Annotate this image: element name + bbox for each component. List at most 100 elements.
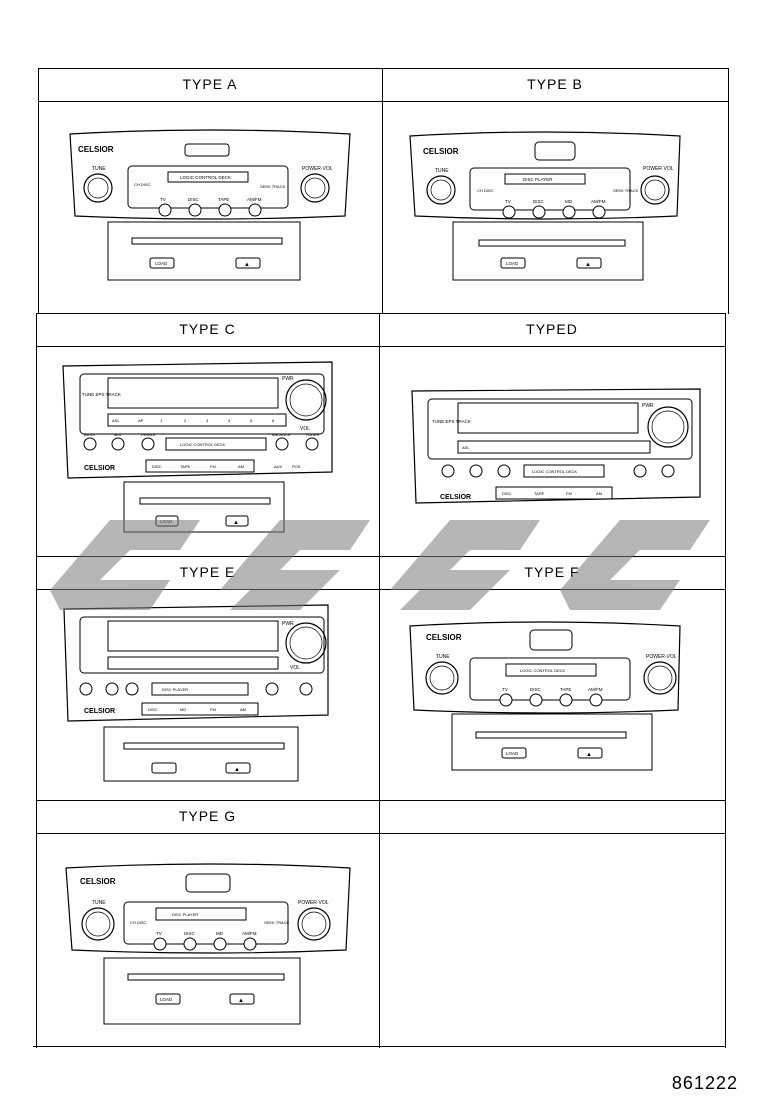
- svg-text:DISC PLAYER: DISC PLAYER: [162, 687, 188, 692]
- tune-knob-f[interactable]: [425, 661, 459, 695]
- svg-text:LOGIC CONTROL DECK: LOGIC CONTROL DECK: [532, 469, 578, 474]
- svg-text:TV: TV: [156, 931, 162, 936]
- svg-text:DISC: DISC: [502, 491, 512, 496]
- grid-right-mid: [725, 313, 726, 1048]
- svg-text:TREBLE: TREBLE: [140, 432, 156, 437]
- svg-text:TUNE EPS TRACK: TUNE EPS TRACK: [82, 392, 121, 397]
- svg-text:DISC: DISC: [533, 199, 545, 204]
- svg-text:▲: ▲: [233, 520, 239, 526]
- svg-text:LOGIC CONTROL DECK: LOGIC CONTROL DECK: [520, 668, 566, 673]
- svg-text:TV: TV: [505, 199, 511, 204]
- svg-text:CELSIOR: CELSIOR: [84, 708, 115, 715]
- radio-panel-type-c: TUNE EPS TRACK PWR VOL ASL AP 1 2 3 4 5 …: [60, 360, 360, 540]
- grid-top-border: [38, 68, 729, 69]
- svg-text:DISC PLAYER: DISC PLAYER: [172, 912, 198, 917]
- svg-text:CELSIOR: CELSIOR: [84, 465, 115, 472]
- svg-text:CH DISC: CH DISC: [477, 188, 494, 193]
- grid-row4-header: [36, 833, 726, 834]
- svg-text:LOAD: LOAD: [160, 519, 173, 524]
- svg-text:POWER·VOL: POWER·VOL: [302, 166, 333, 172]
- svg-text:POWER·VOL: POWER·VOL: [643, 166, 674, 172]
- grid-right-top: [728, 68, 729, 314]
- svg-text:▲: ▲: [586, 752, 592, 758]
- svg-text:4: 4: [228, 418, 231, 423]
- grid-mid-top: [382, 68, 383, 314]
- svg-text:BASS: BASS: [84, 432, 95, 437]
- svg-text:PWR: PWR: [642, 403, 654, 409]
- svg-text:MID: MID: [114, 432, 121, 437]
- svg-text:TUNE: TUNE: [436, 654, 450, 660]
- tune-knob-g[interactable]: [81, 907, 115, 941]
- svg-text:LOAD: LOAD: [506, 751, 519, 756]
- svg-text:DISC: DISC: [188, 197, 200, 202]
- svg-text:FM: FM: [210, 707, 216, 712]
- svg-text:AM/FM: AM/FM: [242, 931, 257, 936]
- svg-text:▲: ▲: [585, 262, 591, 268]
- grid-left-top: [38, 68, 39, 314]
- svg-text:LOGIC CONTROL DECK: LOGIC CONTROL DECK: [180, 442, 226, 447]
- svg-text:AM/FM: AM/FM: [591, 199, 606, 204]
- svg-text:FADER: FADER: [306, 432, 319, 437]
- svg-text:ASL: ASL: [462, 445, 470, 450]
- svg-text:CELSIOR: CELSIOR: [440, 494, 471, 501]
- svg-text:SEEK TRACK: SEEK TRACK: [613, 188, 639, 193]
- svg-text:AM: AM: [240, 707, 246, 712]
- svg-text:AM: AM: [238, 464, 244, 469]
- power-knob-d[interactable]: [647, 406, 689, 448]
- svg-text:TUNE EPS TRACK: TUNE EPS TRACK: [432, 419, 471, 424]
- brand-logo-b: CELSIOR: [423, 147, 459, 156]
- grid-row2-header: [36, 346, 726, 347]
- grid-row3-header: [36, 589, 726, 590]
- power-knob-c[interactable]: [285, 379, 327, 421]
- svg-text:AM/FM: AM/FM: [247, 197, 262, 202]
- svg-text:5: 5: [250, 418, 253, 423]
- svg-text:TUNE: TUNE: [92, 166, 106, 172]
- power-knob-e[interactable]: [285, 622, 327, 664]
- svg-text:AP: AP: [138, 418, 144, 423]
- svg-text:CH DISC: CH DISC: [134, 182, 151, 187]
- svg-text:TAPE: TAPE: [218, 197, 229, 202]
- grid-mid-mid: [379, 313, 380, 1048]
- figure-code: 861222: [671, 1073, 738, 1093]
- svg-text:TV: TV: [502, 687, 508, 692]
- svg-text:AUX: AUX: [274, 464, 283, 469]
- brand-logo-a: CELSIOR: [78, 145, 114, 154]
- svg-text:DISC: DISC: [184, 931, 196, 936]
- svg-text:DISC: DISC: [148, 707, 158, 712]
- svg-text:BALANCE: BALANCE: [272, 432, 291, 437]
- svg-text:LOAD: LOAD: [155, 261, 168, 266]
- svg-text:CELSIOR: CELSIOR: [426, 633, 462, 642]
- svg-text:TUNE: TUNE: [435, 168, 449, 174]
- svg-text:TAPE: TAPE: [534, 491, 544, 496]
- header-type-e: TYPE E: [179, 564, 236, 580]
- svg-text:CELSIOR: CELSIOR: [80, 877, 116, 886]
- svg-text:AM: AM: [596, 491, 602, 496]
- svg-text:VOL: VOL: [290, 665, 300, 671]
- svg-text:SEEK TRACK: SEEK TRACK: [264, 920, 290, 925]
- svg-text:LOAD: LOAD: [160, 997, 173, 1002]
- svg-text:DISC: DISC: [152, 464, 162, 469]
- radio-panel-type-e: PWR VOL DISC PLAYER DISC MD FM AM CELSIO…: [60, 603, 360, 788]
- svg-text:POWER·VOL: POWER·VOL: [298, 900, 329, 906]
- radio-panel-type-f: CELSIOR TUNE POWER·VOL LOGIC CONTROL DEC…: [402, 618, 702, 778]
- header-type-a: TYPE A: [182, 76, 238, 92]
- svg-text:FM: FM: [566, 491, 572, 496]
- radio-panel-type-g: CELSIOR TUNE POWER·VOL DISC PLAYER CH DI…: [60, 862, 360, 1032]
- power-vol-knob-a[interactable]: [300, 173, 330, 203]
- svg-text:TV: TV: [160, 197, 166, 202]
- svg-text:DISC: DISC: [530, 687, 542, 692]
- power-vol-knob-g[interactable]: [297, 907, 331, 941]
- power-vol-knob-f[interactable]: [643, 661, 677, 695]
- svg-text:MD: MD: [180, 707, 186, 712]
- grid-row4-top: [36, 800, 726, 801]
- tune-knob-a[interactable]: [83, 173, 113, 203]
- svg-text:LOGIC CONTROL DECK: LOGIC CONTROL DECK: [180, 175, 231, 180]
- tune-knob-b[interactable]: [426, 175, 456, 205]
- svg-text:2: 2: [184, 418, 187, 423]
- svg-text:PWR: PWR: [282, 621, 294, 627]
- power-vol-knob-b[interactable]: [640, 175, 670, 205]
- svg-text:VOL: VOL: [300, 426, 310, 432]
- svg-text:FM: FM: [210, 464, 216, 469]
- header-type-b: TYPE B: [527, 76, 583, 92]
- svg-text:TUNE: TUNE: [92, 900, 106, 906]
